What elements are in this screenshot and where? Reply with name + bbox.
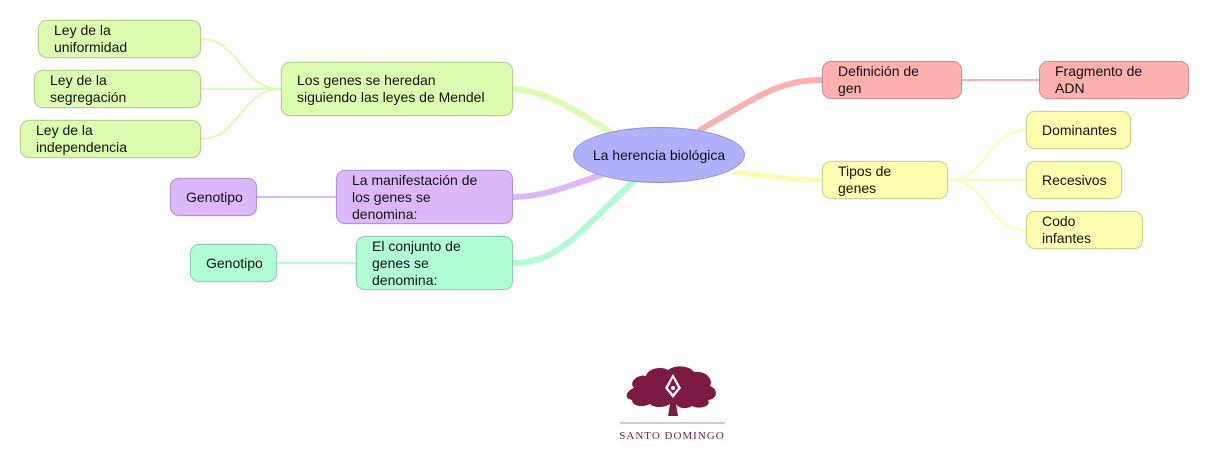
node-tipos[interactable]: Tipos de genes (822, 161, 948, 199)
node-label: El conjunto de genes se denomina: (372, 237, 461, 288)
link-center-definicion (697, 77, 825, 133)
node-conjunto[interactable]: El conjunto de genes se denomina: (356, 236, 513, 290)
node-label: Dominantes (1042, 121, 1117, 138)
link-center-tipos (732, 169, 825, 183)
node-label: Los genes se heredan siguiendo las leyes… (297, 72, 485, 105)
node-manifestacion[interactable]: La manifestación de los genes se denomin… (336, 170, 513, 224)
node-label: Definición de gen (838, 63, 919, 96)
node-label: Genotipo (206, 254, 263, 271)
node-fragmento-adn[interactable]: Fragmento de ADN (1039, 61, 1189, 99)
node-genotipo-2[interactable]: Genotipo (190, 244, 277, 282)
central-topic[interactable]: La herencia biológica (573, 127, 745, 183)
node-label: Ley de la uniformidad (54, 22, 128, 55)
node-ley-segregacion[interactable]: Ley de la segregación (34, 70, 201, 108)
node-label: Ley de la independencia (36, 122, 128, 155)
node-codo-infantes[interactable]: Codo infantes (1026, 211, 1143, 249)
node-label: Recesivos (1042, 171, 1107, 188)
node-ley-independencia[interactable]: Ley de la independencia (20, 120, 201, 158)
santo-domingo-logo-icon (620, 366, 725, 424)
node-definicion[interactable]: Definición de gen (822, 61, 962, 99)
node-label: Ley de la segregación (50, 72, 127, 105)
central-topic-label: La herencia biológica (592, 147, 726, 163)
node-label: La manifestación de los genes se denomin… (352, 171, 478, 222)
node-recesivos[interactable]: Recesivos (1026, 161, 1122, 199)
node-ley-uniformidad[interactable]: Ley de la uniformidad (38, 20, 201, 58)
link-center-manifestacion (510, 169, 613, 200)
node-mendel[interactable]: Los genes se heredan siguiendo las leyes… (281, 62, 513, 116)
link-center-conjunto (510, 177, 638, 266)
link-center-mendel (510, 86, 618, 138)
node-label: Tipos de genes (838, 163, 892, 196)
node-label: Codo infantes (1042, 213, 1092, 246)
node-genotipo-1[interactable]: Genotipo (170, 178, 257, 216)
node-dominantes[interactable]: Dominantes (1026, 111, 1131, 149)
node-label: Fragmento de ADN (1055, 63, 1143, 96)
logo-text: SANTO DOMINGO (619, 430, 725, 442)
node-label: Genotipo (186, 188, 243, 205)
